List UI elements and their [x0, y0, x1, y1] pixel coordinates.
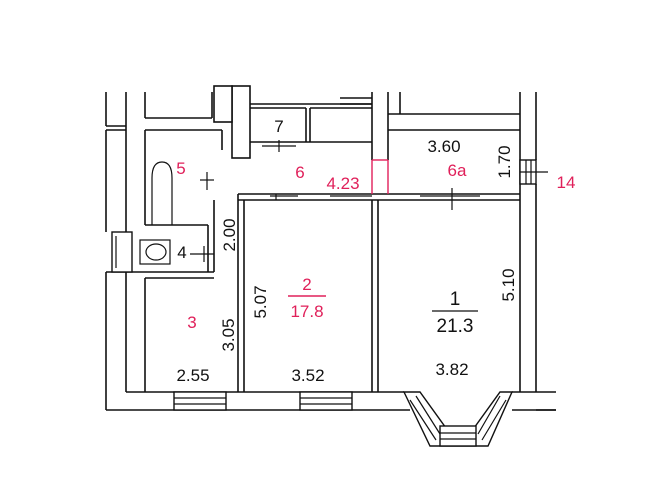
room-6a-number: 6а — [448, 161, 467, 180]
dim-2-00: 2.00 — [220, 218, 239, 251]
room-1-number: 1 — [450, 289, 461, 310]
dim-1-70: 1.70 — [495, 145, 514, 178]
room-3-number: 3 — [187, 313, 196, 332]
room-2-area: 17.8 — [290, 302, 323, 321]
dim-3-60: 3.60 — [427, 137, 460, 156]
dim-3-52: 3.52 — [291, 366, 324, 385]
walls — [105, 85, 556, 411]
bathtub — [151, 161, 173, 225]
door-marks — [190, 140, 548, 262]
dim-4-23: 4.23 — [326, 174, 359, 193]
room-6-number: 6 — [295, 163, 304, 182]
dim-5-10: 5.10 — [499, 268, 518, 301]
room-1-area: 21.3 — [437, 316, 474, 337]
room-2-number: 2 — [302, 275, 311, 294]
room-5-number: 5 — [176, 159, 185, 178]
dim-3-82: 3.82 — [435, 360, 468, 379]
room-7-number: 7 — [274, 117, 283, 136]
dim-5-07: 5.07 — [251, 285, 270, 318]
room-14-number: 14 — [557, 173, 576, 192]
bay-window — [402, 391, 514, 447]
toilet — [111, 231, 171, 273]
room-4-number: 4 — [177, 243, 186, 262]
windows — [173, 159, 537, 411]
pink-partition — [371, 159, 389, 194]
dim-3-05: 3.05 — [219, 318, 238, 351]
dim-2-55: 2.55 — [176, 366, 209, 385]
